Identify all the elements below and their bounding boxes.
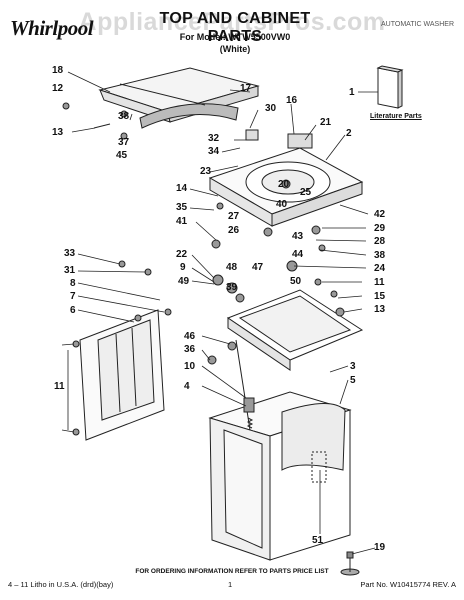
callout-33: 32 [208,133,220,144]
callout-11-rear: 11 [54,381,65,392]
callout-50: 50 [290,276,302,287]
callout-17: 16 [286,95,298,106]
callout-23: 22 [176,249,188,260]
callout-15: 14 [176,183,188,194]
callout-10: 10 [184,361,196,372]
callout-38: 37 [118,137,130,148]
callout-37: 36 [184,344,196,355]
page-footer: FOR ORDERING INFORMATION REFER TO PARTS … [0,560,464,600]
cabinet-frame-drawing [226,289,364,371]
callout-36: 35 [176,202,188,213]
cabinet-drawing [208,391,352,561]
spring-drawing [235,339,255,431]
callout-31: 30 [265,103,277,114]
callout-11: 11 [374,277,385,288]
top-frame-drawing [208,129,364,227]
color-line: (White) [219,44,251,54]
brand-logo: Whirlpool [10,16,94,40]
callout-32: 31 [64,265,76,276]
watermark: AppliancePartsPros.com [78,8,386,36]
callout-42: 44 [292,249,304,260]
callout-1: 1 [349,87,355,98]
leveling-foot-drawing [340,551,360,576]
callout-5: 5 [350,375,356,386]
appliance-label: AUTOMATIC WASHER [381,21,454,28]
litho-line: 4 – 11 Litho in U.S.A. (drd)(bay) [8,580,114,589]
callout-13: 12 [52,83,64,94]
leader-lines [61,71,378,555]
callout-28: 27 [228,211,240,222]
callout-3: 3 [350,361,356,372]
callout-24: 23 [200,166,212,177]
callout-30: 29 [374,223,386,234]
callout-20: 19 [374,542,386,553]
callout-46: 48 [226,262,238,273]
callout-47: 45 [116,150,128,161]
rear-panel-drawing [79,309,165,441]
callout-49: 49 [178,276,190,287]
page-header: AppliancePartsPros.com Whirlpool TOP AND… [0,6,464,68]
callout-8: 8 [70,278,76,289]
callout-48: 46 [184,331,196,342]
callout-16: 15 [374,291,386,302]
ordering-info: FOR ORDERING INFORMATION REFER TO PARTS … [135,568,329,575]
callout-7: 7 [70,291,76,302]
page-title: TOP AND CABINET PARTS [159,10,311,45]
hardware-drawing [62,102,345,436]
callout-4: 4 [184,381,190,392]
callout-21: 20 [278,179,290,190]
lid-assembly-drawing [98,67,260,129]
callout-19: 18 [52,65,64,76]
literature-parts-label: Literature Parts [370,113,422,120]
callout-9: 9 [180,262,186,273]
page-number: 1 [228,580,233,589]
callout-41: 40 [276,199,288,210]
callout-29: 28 [374,236,386,247]
callout-34: 33 [64,248,76,259]
part-number: Part No. W10415774 REV. A [360,580,456,589]
callout-35: 34 [208,146,220,157]
callout-39b: 38 [374,250,386,261]
callout-40: 39 [226,282,238,293]
callout-27: 26 [228,225,240,236]
callout-14: 13 [52,127,64,138]
literature-book-icon [376,65,404,109]
callout-22: 21 [320,117,332,128]
callout-44: 42 [374,209,386,220]
callout-6: 6 [70,305,76,316]
callout-45: 47 [252,262,264,273]
callout-25: 24 [374,263,386,274]
callout-12: 13 [374,304,386,315]
callout-2: 2 [346,128,352,139]
callout-26: 25 [300,187,312,198]
model-line: For Model: WTW5500VW0 [179,32,291,42]
callout-39: 38 [118,111,130,122]
callout-41b: 41 [176,216,188,227]
callout-18: 17 [240,83,252,94]
callout-51: 51 [312,535,324,546]
callout-43: 43 [292,231,304,242]
